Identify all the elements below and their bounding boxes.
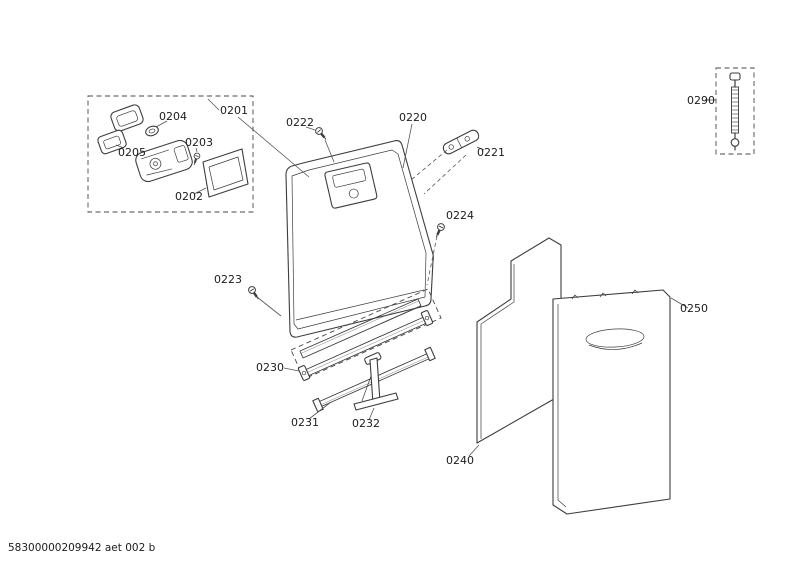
outer-door-panel-0250 [552,289,671,515]
rail-end-bracket-right [420,310,434,326]
support-bracket-0232 [353,352,399,411]
screw-0224 [432,221,447,240]
detail-box-0290 [715,67,755,155]
part-label-0205: 0205 [118,146,146,159]
part-label-0221: 0221 [477,146,505,159]
part-label-0230: 0230 [256,361,284,374]
leader-lines [115,98,716,457]
grommet-part-0204 [145,125,159,137]
document-code: 58300000209942 aet 002 b [8,542,156,554]
detergent-dispenser [324,162,378,209]
part-label-0232: 0232 [352,417,380,430]
detail-box-0201 [87,95,254,213]
door-seal-rail-upper [299,298,422,359]
hinge-bracket-0221 [442,129,480,155]
part-label-0204: 0204 [159,110,187,123]
door-lock-body [135,139,193,183]
latch-cover-part-0205 [97,129,127,155]
screw-0203 [190,151,202,167]
door-cord-part-0290 [729,72,741,151]
part-label-0202: 0202 [175,190,203,203]
screw-0222 [313,125,330,143]
part-label-0290: 0290 [687,94,715,107]
latch-cover-part [110,104,144,132]
part-label-0231: 0231 [291,416,319,429]
part-label-0203: 0203 [185,136,213,149]
rail-end-bracket-left [297,365,311,381]
part-label-0224: 0224 [446,209,474,222]
part-label-0220: 0220 [399,111,427,124]
part-label-0240: 0240 [446,454,474,467]
door-panel-0240 [476,237,562,444]
part-label-0223: 0223 [214,273,242,286]
part-label-0201: 0201 [220,104,248,117]
part-label-0222: 0222 [286,116,314,129]
inner-door-panel-0220 [285,139,434,338]
strip-foot-right [424,346,436,362]
door-handle-recess [585,328,645,348]
window-frame-part-0202 [202,148,249,198]
part-label-0250: 0250 [680,302,708,315]
